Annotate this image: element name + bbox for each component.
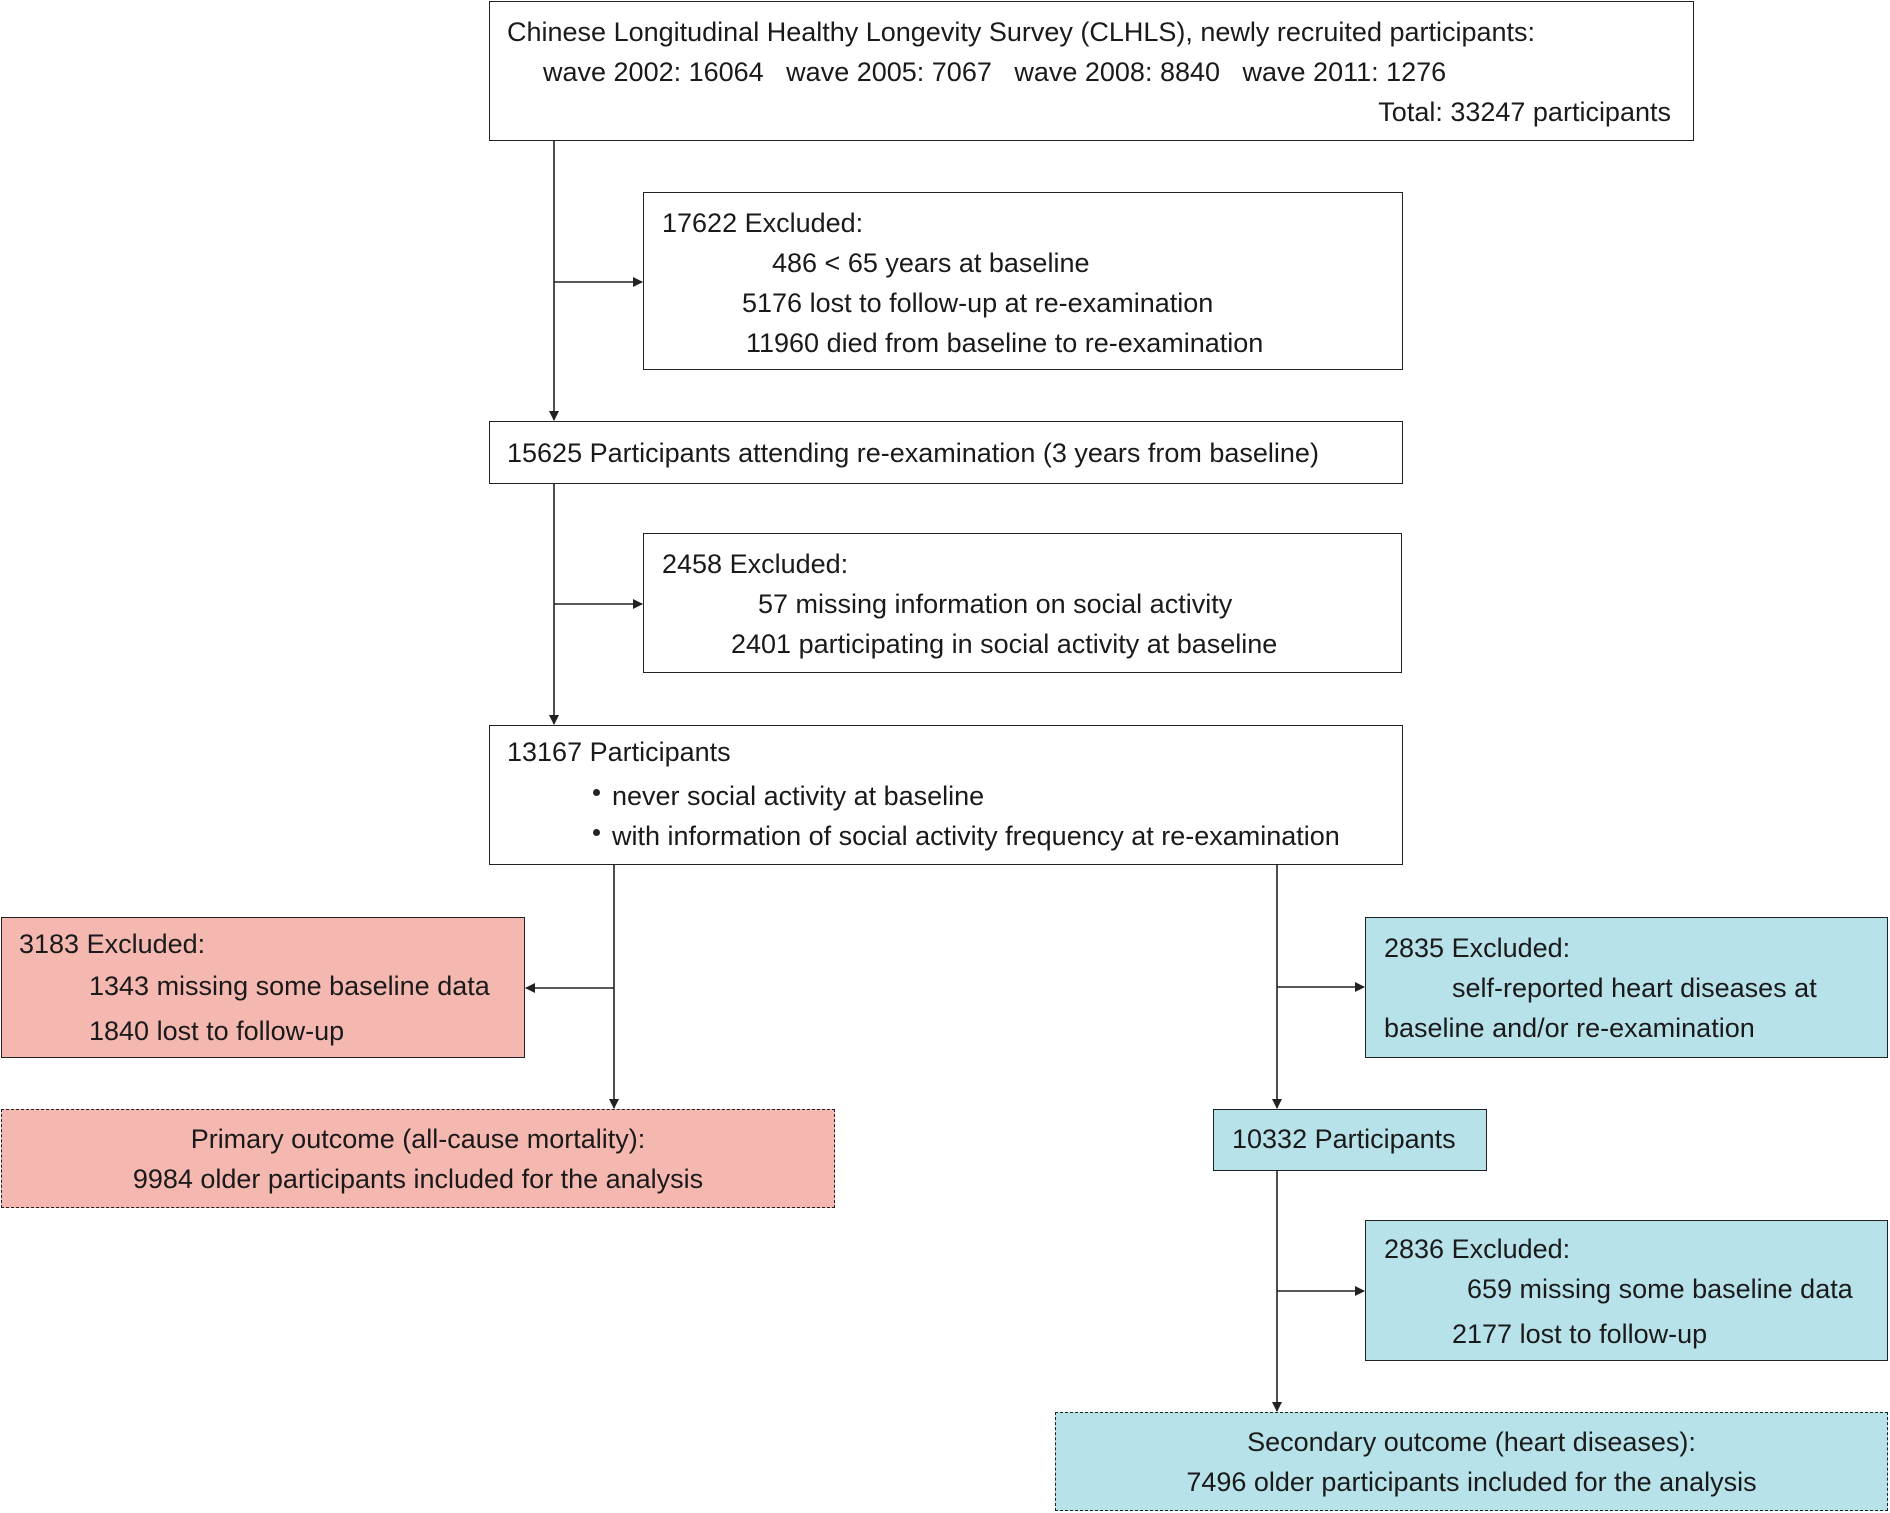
participants-secondary-box: 10332 Participants xyxy=(1213,1109,1487,1171)
exclusion-2-item: 57 missing information on social activit… xyxy=(758,589,1233,619)
exclusion-secondary-item: 659 missing some baseline data xyxy=(1467,1274,1853,1304)
source-total: Total: 33247 participants xyxy=(1378,97,1671,127)
exclusion-secondary-item: 2177 lost to follow-up xyxy=(1452,1319,1708,1349)
participants-bullet: with information of social activity freq… xyxy=(593,820,1340,852)
exclusion-1-title: 17622 Excluded: xyxy=(662,208,864,238)
exclusion-2-item: 2401 participating in social activity at… xyxy=(731,629,1278,659)
primary-outcome-count: 9984 older participants included for the… xyxy=(132,1164,704,1194)
exclusion-heart-item: self-reported heart diseases at xyxy=(1452,973,1817,1003)
source-title: Chinese Longitudinal Healthy Longevity S… xyxy=(507,17,1536,47)
secondary-outcome-count: 7496 older participants included for the… xyxy=(1186,1467,1757,1497)
primary-outcome-title: Primary outcome (all-cause mortality): xyxy=(190,1124,646,1154)
source-waves: wave 2002: 16064 wave 2005: 7067 wave 20… xyxy=(543,57,1447,87)
bullet-icon xyxy=(593,789,600,796)
participants-bullet-text: with information of social activity freq… xyxy=(612,821,1340,851)
exclusion-secondary-title: 2836 Excluded: xyxy=(1384,1234,1571,1264)
exclusion-2-title: 2458 Excluded: xyxy=(662,549,849,579)
exclusion-primary-title: 3183 Excluded: xyxy=(19,929,206,959)
exclusion-box-2: 2458 Excluded: 57 missing information on… xyxy=(643,533,1402,673)
exclusion-heart-title: 2835 Excluded: xyxy=(1384,933,1571,963)
participants-box: 13167 Participants never social activity… xyxy=(489,725,1403,865)
participants-bullet-text: never social activity at baseline xyxy=(612,781,985,811)
reexamination-text: 15625 Participants attending re-examinat… xyxy=(507,438,1319,468)
exclusion-secondary-box: 2836 Excluded: 659 missing some baseline… xyxy=(1365,1220,1888,1361)
participants-secondary-text: 10332 Participants xyxy=(1232,1124,1456,1154)
reexamination-box: 15625 Participants attending re-examinat… xyxy=(489,421,1403,484)
secondary-outcome-box: Secondary outcome (heart diseases): 7496… xyxy=(1055,1412,1888,1511)
participants-title: 13167 Participants xyxy=(507,737,731,767)
exclusion-1-item: 486 < 65 years at baseline xyxy=(772,248,1090,278)
exclusion-1-item: 5176 lost to follow-up at re-examination xyxy=(742,288,1214,318)
bullet-icon xyxy=(593,829,600,836)
exclusion-primary-item: 1840 lost to follow-up xyxy=(89,1016,345,1046)
exclusion-heart-item: baseline and/or re-examination xyxy=(1384,1013,1755,1043)
exclusion-box-1: 17622 Excluded: 486 < 65 years at baseli… xyxy=(643,192,1403,370)
primary-outcome-box: Primary outcome (all-cause mortality): 9… xyxy=(1,1109,835,1208)
exclusion-primary-item: 1343 missing some baseline data xyxy=(89,971,490,1001)
source-population-box: Chinese Longitudinal Healthy Longevity S… xyxy=(489,1,1694,141)
exclusion-primary-box: 3183 Excluded: 1343 missing some baselin… xyxy=(1,917,525,1058)
exclusion-1-item: 11960 died from baseline to re-examinati… xyxy=(746,328,1264,358)
participants-bullet: never social activity at baseline xyxy=(593,780,984,812)
secondary-outcome-title: Secondary outcome (heart diseases): xyxy=(1247,1427,1696,1457)
exclusion-heart-box: 2835 Excluded: self-reported heart disea… xyxy=(1365,917,1888,1058)
